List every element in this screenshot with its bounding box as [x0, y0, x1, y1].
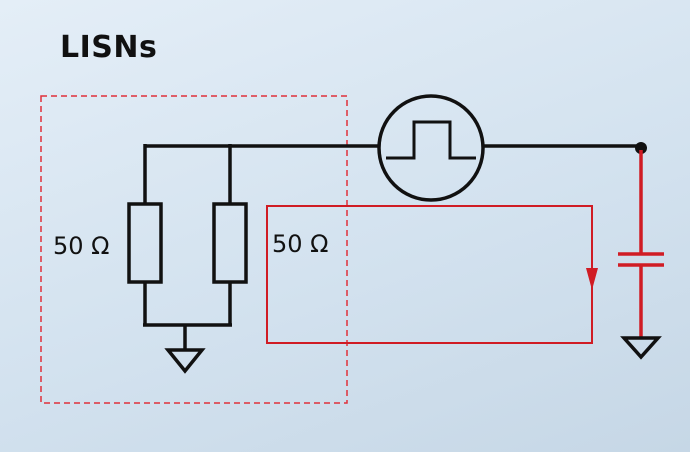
page-title: LISNs	[60, 30, 158, 65]
current-arrow-icon	[586, 268, 598, 290]
ground-icon-right	[620, 336, 662, 360]
resistor-left-label: 50 Ω	[53, 232, 110, 260]
resistor-right	[212, 202, 248, 284]
resistor-right-label: 50 Ω	[272, 230, 329, 258]
ground-icon	[164, 348, 206, 374]
current-loop	[266, 205, 593, 344]
pulse-waveform	[386, 120, 476, 160]
lisn-boundary-box	[40, 95, 348, 404]
pulse-source-icon	[377, 94, 485, 202]
junction-node	[635, 142, 647, 154]
resistor-left	[127, 202, 163, 284]
